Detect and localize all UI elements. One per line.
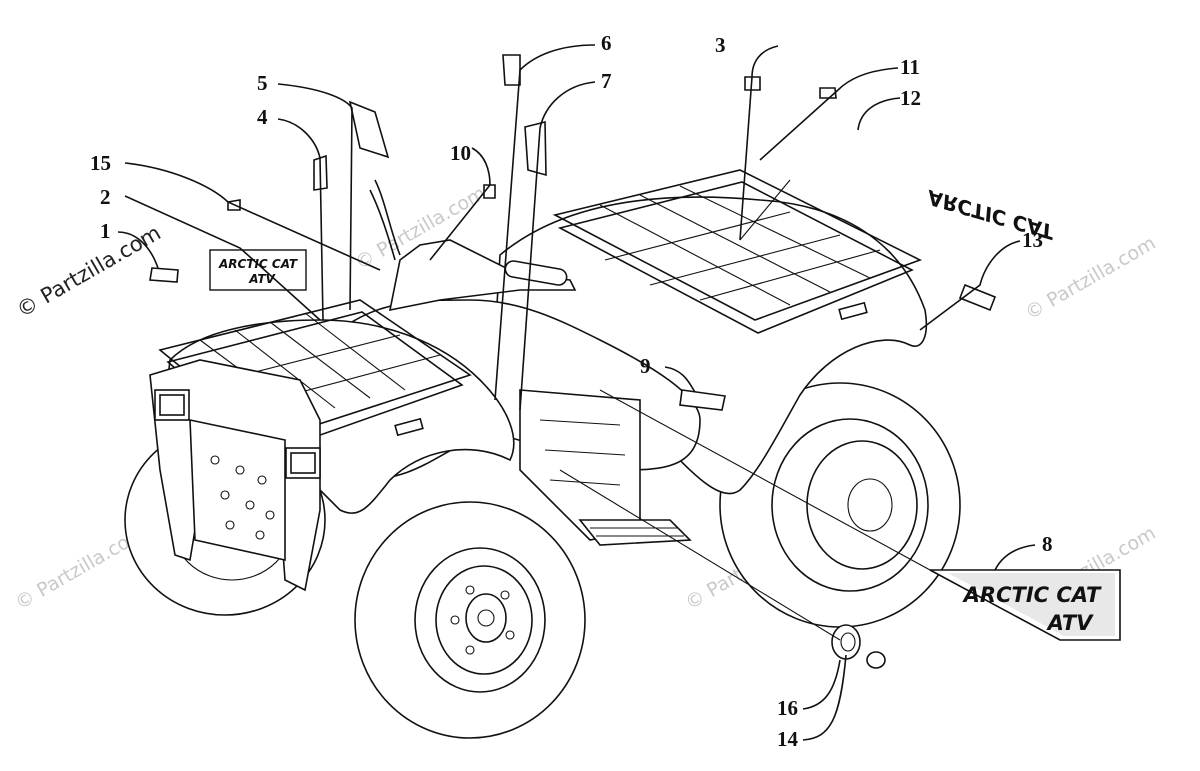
side-decal: ARCTIC CAT ATV (929, 569, 1121, 641)
side-decal-line1: ARCTIC CAT (962, 583, 1102, 607)
small-decals (149, 54, 997, 669)
callout-2: 2 (100, 185, 111, 209)
callout-numbers: 1 2 3 4 5 6 7 8 9 10 11 12 13 14 15 16 (90, 31, 1053, 751)
atv-illustration (124, 169, 961, 739)
callout-7: 7 (601, 69, 612, 93)
callout-13: 13 (1022, 228, 1043, 252)
front-decal-line2: ATV (248, 272, 276, 286)
engine-footrest (519, 389, 692, 546)
front-right-wheel (354, 501, 586, 739)
callout-10: 10 (450, 141, 471, 165)
callout-9: 9 (640, 354, 651, 378)
callout-12: 12 (900, 86, 921, 110)
callout-4: 4 (257, 105, 268, 129)
callout-16: 16 (777, 696, 798, 720)
front-bumper (149, 359, 321, 592)
side-decal-line2: ATV (1046, 611, 1095, 635)
callout-11: 11 (900, 55, 920, 79)
leader-lines (117, 44, 1036, 741)
handlebar (369, 179, 577, 312)
watermark-side-text: © Partzilla.com (13, 221, 165, 323)
callout-5: 5 (257, 71, 268, 95)
callout-6: 6 (601, 31, 612, 55)
callout-14: 14 (777, 727, 799, 751)
callout-8: 8 (1042, 532, 1053, 556)
callout-15: 15 (90, 151, 111, 175)
callout-1: 1 (100, 219, 111, 243)
rear-rack (552, 169, 923, 334)
front-decal: ARCTIC CAT ATV (209, 249, 307, 291)
callout-3: 3 (715, 33, 726, 57)
rear-right-wheel (719, 382, 961, 628)
